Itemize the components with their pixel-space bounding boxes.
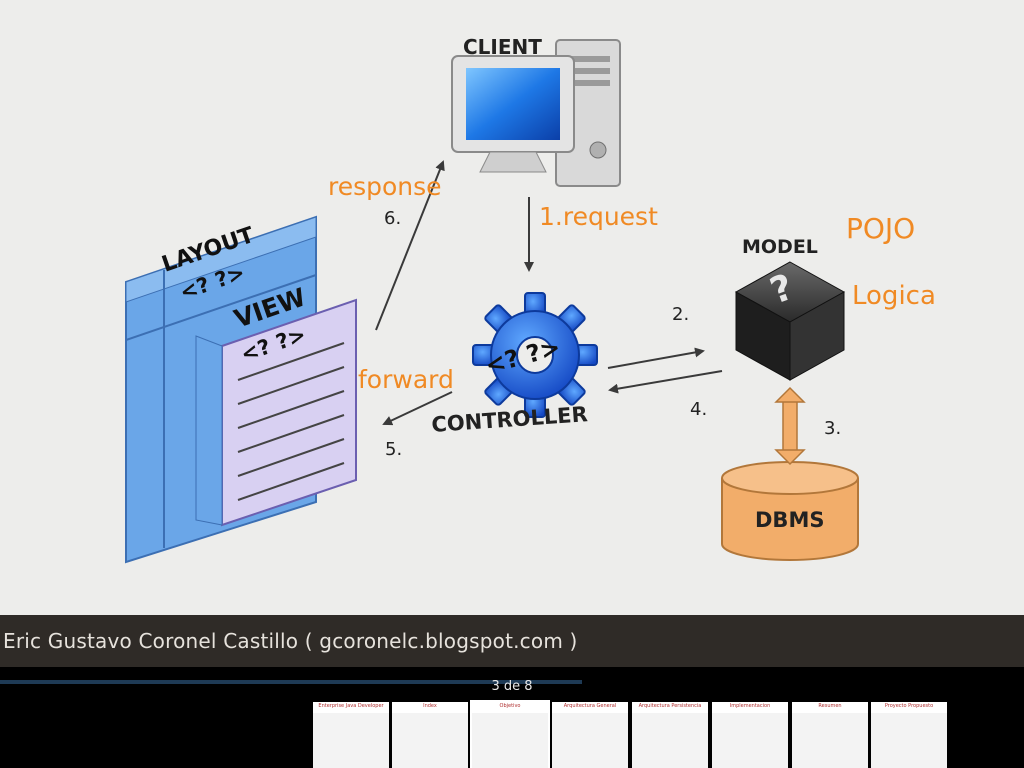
thumbnail-slide-3[interactable]: Objetivo [470, 700, 550, 768]
thumbnail-title: Resumen [818, 703, 842, 709]
mvc-diagram: CLIENT 1.request MODEL POJO Logica respo… [125, 35, 936, 564]
slide-counter: 3 de 8 [491, 679, 533, 694]
arrow-to-model [607, 347, 705, 369]
dbms-label: DBMS [755, 508, 824, 532]
thumbnail-slide-1[interactable]: Enterprise Java Developer [313, 702, 389, 768]
thumbnail-title: Objetivo [499, 703, 521, 709]
thumbnail-slide-4[interactable]: Arquitectura General [552, 702, 628, 768]
model-cube-icon [734, 261, 846, 381]
thumbnail-title: Enterprise Java Developer [318, 703, 384, 709]
slideshow-progress-bar[interactable] [0, 680, 582, 684]
thumbnail-slide-6[interactable]: Implementacion [712, 702, 788, 768]
caption-bar: Eric Gustavo Coronel Castillo ( gcoronel… [0, 615, 1024, 667]
thumbnail-title: Arquitectura Persistencia [638, 703, 702, 709]
slide-caption: Eric Gustavo Coronel Castillo ( gcoronel… [3, 629, 578, 653]
dbms-cylinder-icon [721, 461, 859, 561]
slide-diagram: CLIENT 1.request MODEL POJO Logica respo… [0, 0, 1024, 615]
step-4-label: 4. [690, 399, 707, 420]
thumbnail-slide-5[interactable]: Arquitectura Persistencia [632, 702, 708, 768]
step-3-label: 3. [824, 418, 841, 439]
controller-label: CONTROLLER [431, 402, 589, 437]
controller-gear-icon [472, 292, 598, 418]
step-5-label: 5. [385, 439, 402, 460]
thumbnail-slide-7[interactable]: Resumen [792, 702, 868, 768]
thumbnail-slide-8[interactable]: Proyecto Propuesto [871, 702, 947, 768]
request-label: 1.request [539, 202, 658, 231]
thumbnail-title: Proyecto Propuesto [884, 703, 934, 709]
arrow-response [375, 160, 445, 331]
arrow-from-model [608, 370, 723, 394]
step-6-label: 6. [384, 208, 401, 229]
thumbnail-title: Arquitectura General [563, 703, 617, 709]
step-2-label: 2. [672, 304, 689, 325]
pojo-label: POJO [846, 212, 915, 245]
thumbnail-title: Implementacion [729, 703, 771, 709]
logica-label: Logica [852, 281, 936, 311]
thumbnail-title: Index [423, 703, 437, 709]
client-computer-icon [451, 39, 621, 187]
forward-label: forward [358, 365, 454, 394]
arrow-forward [382, 391, 453, 426]
model-label: MODEL [742, 236, 818, 258]
view-page [195, 298, 357, 527]
client-label: CLIENT [463, 35, 542, 59]
thumbnail-slide-2[interactable]: Index [392, 702, 468, 768]
response-label: response [328, 172, 442, 201]
model-dbms-arrow [774, 386, 806, 466]
